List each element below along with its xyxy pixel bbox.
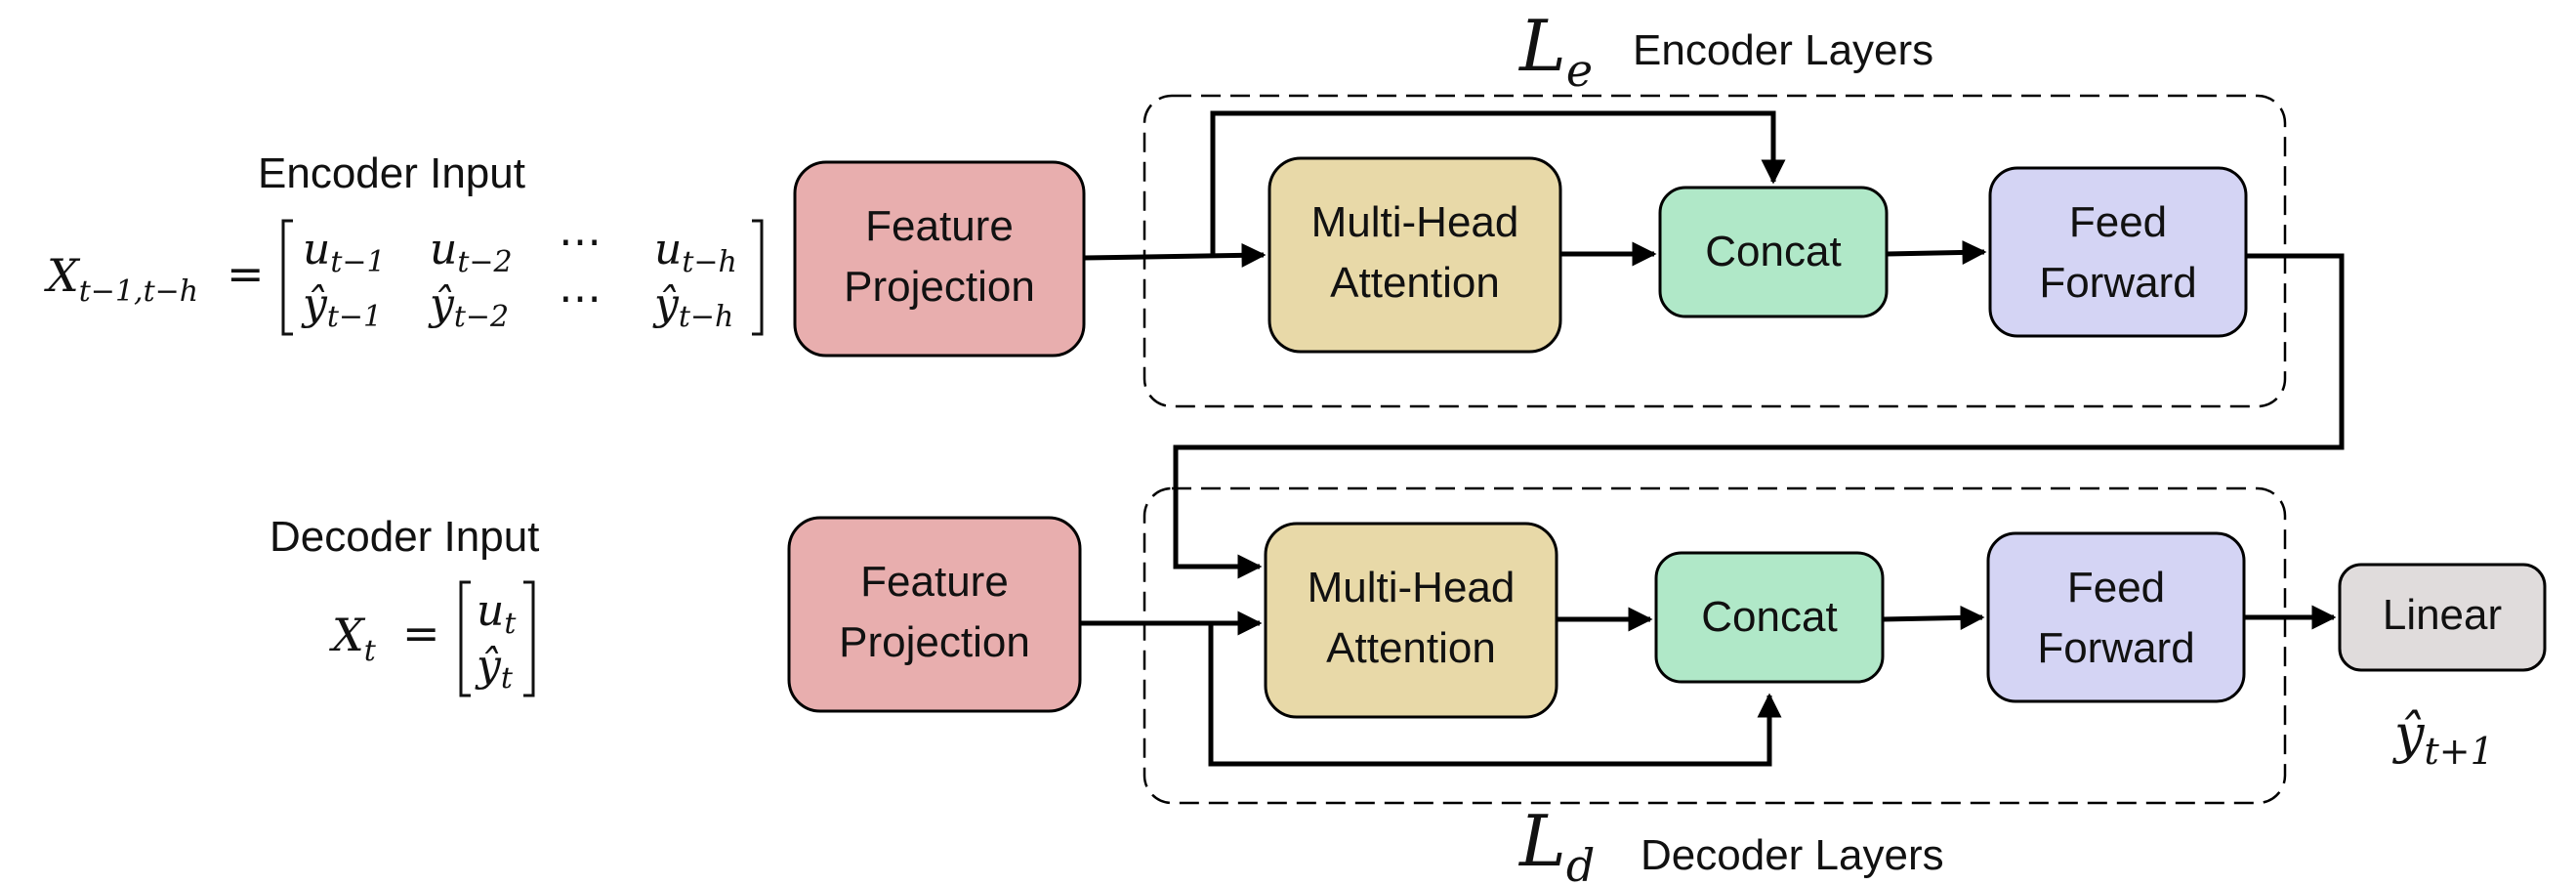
decoder-vector-left-bracket <box>459 580 471 697</box>
decoder-attention-box: Multi-Head Attention <box>1264 522 1558 719</box>
decoder-formula-lhs: Xt <box>329 609 377 668</box>
output-label: ŷt+1 <box>2392 703 2494 773</box>
vector-cell-r1: ut <box>477 586 517 641</box>
linear-box: Linear <box>2338 563 2547 672</box>
vector-cell-r2: ŷt <box>475 641 514 695</box>
encoder-feed-forward-line1: Feed <box>2069 198 2167 246</box>
encoder-residual-to-concat-arrow <box>1210 110 1786 256</box>
matrix-cell-r2c3: ⋯ <box>559 274 602 323</box>
decoder-feed-forward-box: Feed Forward <box>1986 531 2246 703</box>
decoder-feed-forward-line1: Feed <box>2067 564 2165 611</box>
encoder-formula-equals: = <box>227 247 265 300</box>
encoder-feature-projection-line2: Projection <box>844 263 1035 311</box>
encoder-input-formula: Xt−1,t−h = ut−1 ut−2 ⋯ ut−h ŷt−1 ŷt−2 ⋯ … <box>44 217 764 336</box>
decoder-feature-projection-line1: Feature <box>860 558 1009 606</box>
encoder-to-decoder-attention-arrow <box>1173 253 2345 579</box>
encoder-stack-label: Encoder Layers <box>1633 26 1933 74</box>
decoder-attention-line2: Attention <box>1326 624 1496 672</box>
matrix-cell-r2c1: ŷt−1 <box>301 279 382 334</box>
encoder-attention-line1: Multi-Head <box>1311 198 1519 246</box>
decoder-feed-forward-line2: Forward <box>2037 624 2194 672</box>
matrix-cell-r1c4: ut−h <box>654 225 737 279</box>
encoder-projection-to-attention-arrow <box>1083 242 1267 268</box>
matrix-cell-r1c1: ut−1 <box>303 225 386 279</box>
decoder-stack-label: Decoder Layers <box>1641 831 1944 879</box>
encoder-feature-projection-box: Feature Projection <box>793 160 1086 358</box>
matrix-cell-r1c2: ut−2 <box>430 225 513 279</box>
matrix-cell-r2c2: ŷt−2 <box>428 279 509 334</box>
encoder-feature-projection-line1: Feature <box>865 202 1014 250</box>
decoder-feature-projection-box: Feature Projection <box>787 516 1082 713</box>
decoder-input-formula: Xt = ut ŷt <box>329 580 535 697</box>
encoder-attention-line2: Attention <box>1330 259 1500 307</box>
decoder-concat-to-feedforward-arrow <box>1882 605 1985 630</box>
encoder-concat-label: Concat <box>1705 228 1841 275</box>
encoder-stack-symbol: Le <box>1517 5 1593 97</box>
decoder-residual-to-concat-arrow <box>1208 623 1782 767</box>
encoder-matrix-right-bracket <box>752 219 764 336</box>
decoder-stack-symbol: Ld <box>1517 800 1595 885</box>
decoder-layers-container <box>1143 486 2287 805</box>
encoder-formula-lhs: Xt−1,t−h <box>44 249 198 309</box>
encoder-attention-box: Multi-Head Attention <box>1267 156 1562 354</box>
linear-label: Linear <box>2383 591 2502 639</box>
decoder-formula-equals: = <box>402 607 440 659</box>
encoder-feed-forward-box: Feed Forward <box>1988 166 2248 338</box>
decoder-concat-label: Concat <box>1701 593 1837 641</box>
decoder-attention-line1: Multi-Head <box>1308 564 1516 611</box>
decoder-feature-projection-line2: Projection <box>839 618 1030 666</box>
decoder-vector-right-bracket <box>523 580 535 697</box>
encoder-feed-forward-line2: Forward <box>2039 259 2196 307</box>
encoder-matrix-left-bracket <box>281 219 293 336</box>
encoder-concat-box: Concat <box>1658 186 1889 318</box>
decoder-concat-box: Concat <box>1654 551 1885 684</box>
encoder-concat-to-feedforward-arrow <box>1886 239 1987 265</box>
encoder-input-title: Encoder Input <box>258 149 525 197</box>
matrix-cell-r1c3: ⋯ <box>559 217 602 267</box>
encoder-layers-container <box>1143 94 2287 408</box>
decoder-input-title: Decoder Input <box>270 513 539 561</box>
matrix-cell-r2c4: ŷt−h <box>652 279 733 334</box>
